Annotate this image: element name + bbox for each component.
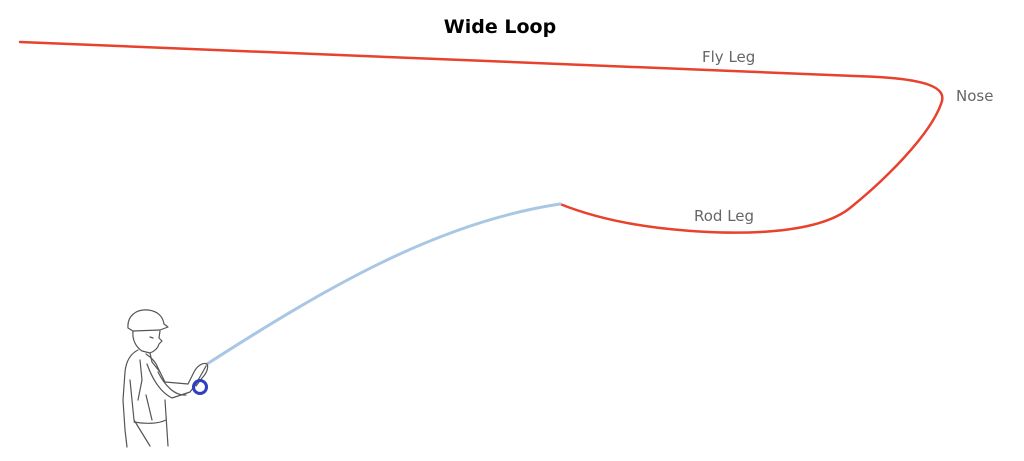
diagram-title: Wide Loop — [443, 16, 557, 38]
nose-label: Nose — [956, 87, 994, 105]
fly-leg-label: Fly Leg — [702, 48, 756, 66]
fly-rod — [205, 202, 562, 366]
fly-line-loop — [18, 40, 944, 234]
rod-leg-label: Rod Leg — [694, 207, 755, 225]
reel-icon — [192, 379, 208, 395]
angler-figure-icon — [122, 309, 209, 448]
